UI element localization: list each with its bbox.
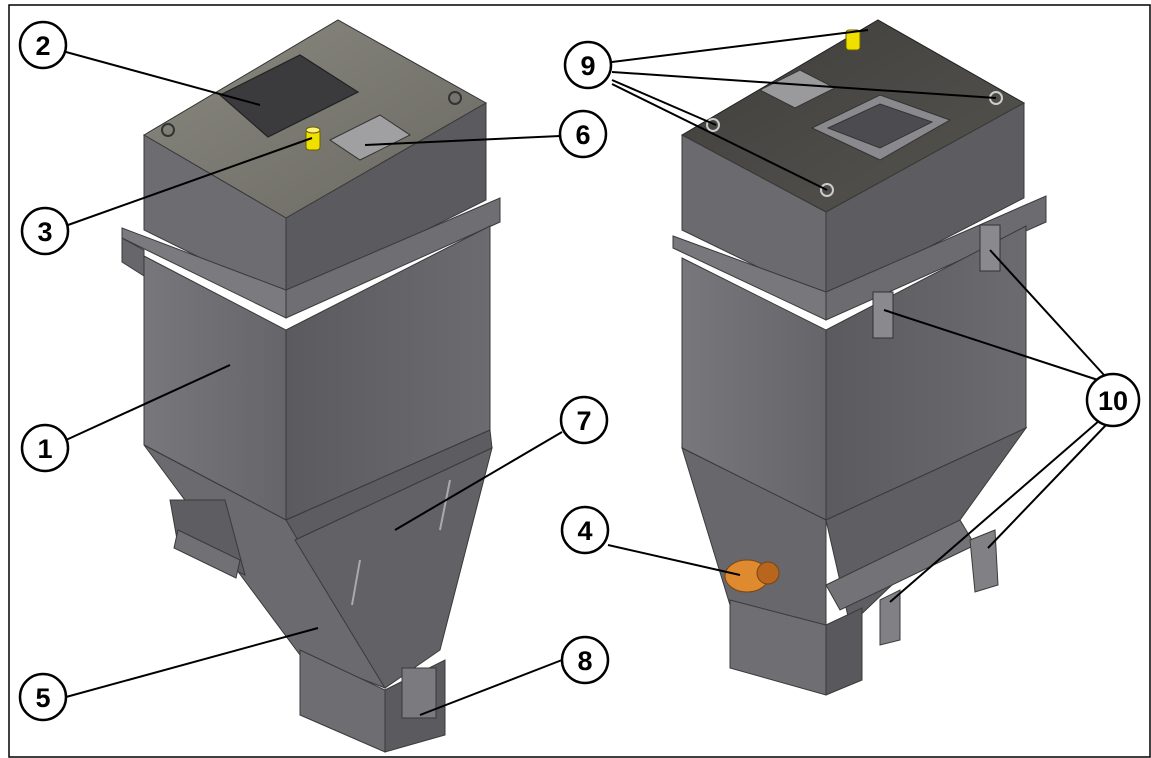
frame-border (8, 4, 1151, 758)
left-slide-gate (401, 667, 437, 719)
leader-3 (67, 137, 313, 226)
left-cone-brace-2 (439, 479, 451, 531)
left-lid-hatch (218, 54, 360, 138)
vibrator-motor-cap (756, 561, 780, 585)
callout-9-circle (563, 40, 613, 90)
left-cone-right (294, 447, 493, 689)
leader-10d (987, 424, 1107, 549)
callout-1-circle (20, 423, 70, 473)
right-support-foot-2 (969, 529, 999, 593)
callout-2-label: 2 (35, 31, 50, 61)
callout-5-label: 5 (35, 683, 50, 713)
callout-5: 5 (18, 672, 68, 722)
left-hopper-view (121, 19, 501, 753)
leader-9b (611, 71, 997, 99)
left-lug-2 (448, 91, 462, 105)
leader-10a (883, 309, 1099, 381)
callout-3-circle (20, 206, 70, 256)
leader-lines (65, 29, 1107, 716)
right-hopper-view (672, 19, 1047, 696)
leader-10c (889, 419, 1101, 603)
callout-7: 7 (559, 395, 609, 445)
leader-10b (989, 249, 1105, 376)
callout-4-label: 4 (577, 516, 592, 546)
right-bracket-1 (872, 291, 894, 339)
left-upper-face-right (285, 102, 487, 301)
callout-1-label: 1 (37, 434, 52, 464)
callout-10-circle (1085, 372, 1141, 428)
right-bracket-2 (979, 224, 1001, 272)
callout-1: 1 (20, 423, 70, 473)
callout-3: 3 (20, 206, 70, 256)
callout-6: 6 (558, 109, 608, 159)
right-inlet-opening (826, 103, 934, 149)
left-level-sensor-top (305, 126, 321, 134)
right-outlet-right (825, 607, 863, 696)
callout-7-circle (559, 395, 609, 445)
callout-8-circle (560, 635, 610, 685)
leader-8 (419, 659, 563, 716)
callout-7-label: 7 (576, 406, 591, 436)
leader-9a (611, 29, 869, 63)
callout-6-label: 6 (575, 120, 590, 150)
callout-4-circle (560, 505, 610, 555)
callout-8-label: 8 (577, 646, 592, 676)
callout-6-circle (558, 109, 608, 159)
leader-2 (65, 51, 261, 106)
leader-9c (611, 79, 717, 126)
leader-4 (607, 544, 741, 576)
right-level-sensor (845, 29, 861, 51)
left-flange-right (285, 197, 501, 319)
callout-4: 4 (560, 505, 610, 555)
leader-6 (364, 135, 561, 146)
left-lug-1 (161, 123, 175, 137)
leader-9d (611, 83, 828, 191)
left-inspection-cover (329, 114, 411, 161)
callout-9-label: 9 (580, 51, 595, 81)
callout-2: 2 (18, 20, 68, 70)
callout-10: 10 (1085, 372, 1141, 428)
leader-7 (394, 431, 563, 531)
callout-5-circle (18, 672, 68, 722)
callout-10-label: 10 (1098, 386, 1128, 416)
callout-2-circle (18, 20, 68, 70)
right-lug-3 (820, 183, 834, 197)
callout-3-label: 3 (37, 217, 52, 247)
right-upper-face-right (825, 102, 1025, 301)
right-lug-1 (706, 118, 720, 132)
right-support-foot-1 (879, 589, 901, 646)
callout-8: 8 (560, 635, 610, 685)
leader-1 (65, 364, 231, 441)
left-cone-brace-1 (351, 559, 361, 606)
leader-5 (65, 627, 319, 698)
left-chute-rail (173, 529, 241, 579)
callout-9: 9 (563, 40, 613, 90)
